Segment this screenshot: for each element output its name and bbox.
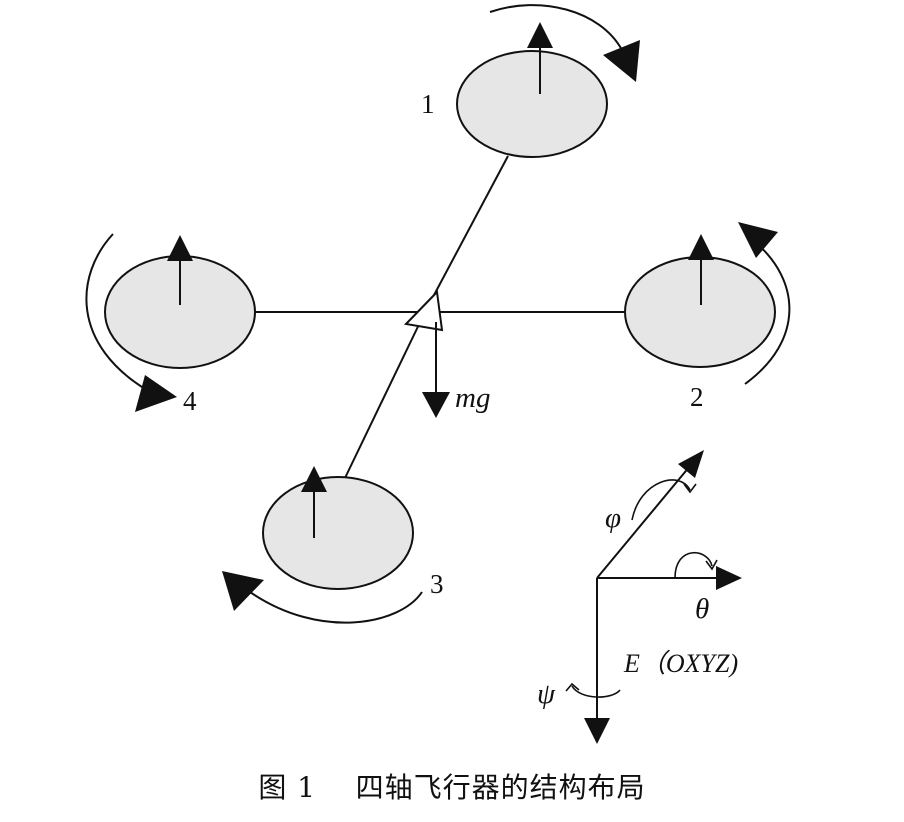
rotor-3: 3 xyxy=(222,466,444,624)
rotor-3-label: 3 xyxy=(430,569,444,599)
figure-number: 图 1 xyxy=(258,771,317,804)
rotor-1-thrust-arrowhead xyxy=(527,22,553,48)
rotor-2-label: 2 xyxy=(690,382,704,412)
figure-title: 四轴飞行器的结构布局 xyxy=(355,771,646,804)
earth-frame: φ θ ψ E（OXYZ) xyxy=(537,450,742,744)
gravity-label: mg xyxy=(455,382,490,414)
rotor-4-spin-arrowhead xyxy=(135,375,177,412)
rotor-1: 1 xyxy=(421,4,640,158)
gravity-arrowhead xyxy=(422,392,450,418)
frame-label: E（OXYZ) xyxy=(623,649,738,678)
rotor-3-disc xyxy=(262,476,414,590)
center-triangle xyxy=(403,289,444,332)
psi-axis-arrowhead xyxy=(584,718,610,744)
rotor-4: 4 xyxy=(85,233,256,416)
rotor-1-spin-arrowhead xyxy=(603,40,640,82)
rotor-2-spin-arc xyxy=(744,241,791,385)
psi-label: ψ xyxy=(537,678,556,710)
theta-rotation-tip xyxy=(705,559,718,571)
rotor-3-spin-arc xyxy=(249,591,423,624)
rotor-1-disc xyxy=(456,50,608,158)
rotor-4-spin-arc xyxy=(85,233,151,393)
phi-label: φ xyxy=(605,502,621,534)
phi-rotation-arc xyxy=(631,479,691,521)
center-mass: mg xyxy=(403,289,490,418)
figure-caption: 图 1 四轴飞行器的结构布局 xyxy=(0,766,904,806)
phi-axis xyxy=(596,465,691,579)
arm-diagonal-upper xyxy=(424,155,509,313)
rotor-2-spin-arrowhead xyxy=(738,222,778,258)
rotor-4-thrust-arrowhead xyxy=(167,235,193,261)
phi-axis-arrowhead xyxy=(678,450,704,478)
rotor-4-label: 4 xyxy=(183,386,197,416)
rotor-1-label: 1 xyxy=(421,89,435,119)
psi-rotation-arc xyxy=(571,685,621,698)
theta-label: θ xyxy=(695,593,709,625)
rotor-2: 2 xyxy=(624,222,791,412)
theta-rotation-arc xyxy=(674,552,713,579)
theta-axis-arrowhead xyxy=(716,566,742,590)
rotor-3-spin-arrowhead xyxy=(222,571,264,611)
rotor-2-thrust-arrowhead xyxy=(688,234,714,260)
rotor-3-thrust-arrowhead xyxy=(301,466,327,492)
psi-rotation-tip xyxy=(565,682,580,692)
phi-rotation-tip xyxy=(683,483,697,494)
arm-diagonal-lower xyxy=(344,311,426,479)
rotor-1-spin-arc xyxy=(489,4,623,51)
